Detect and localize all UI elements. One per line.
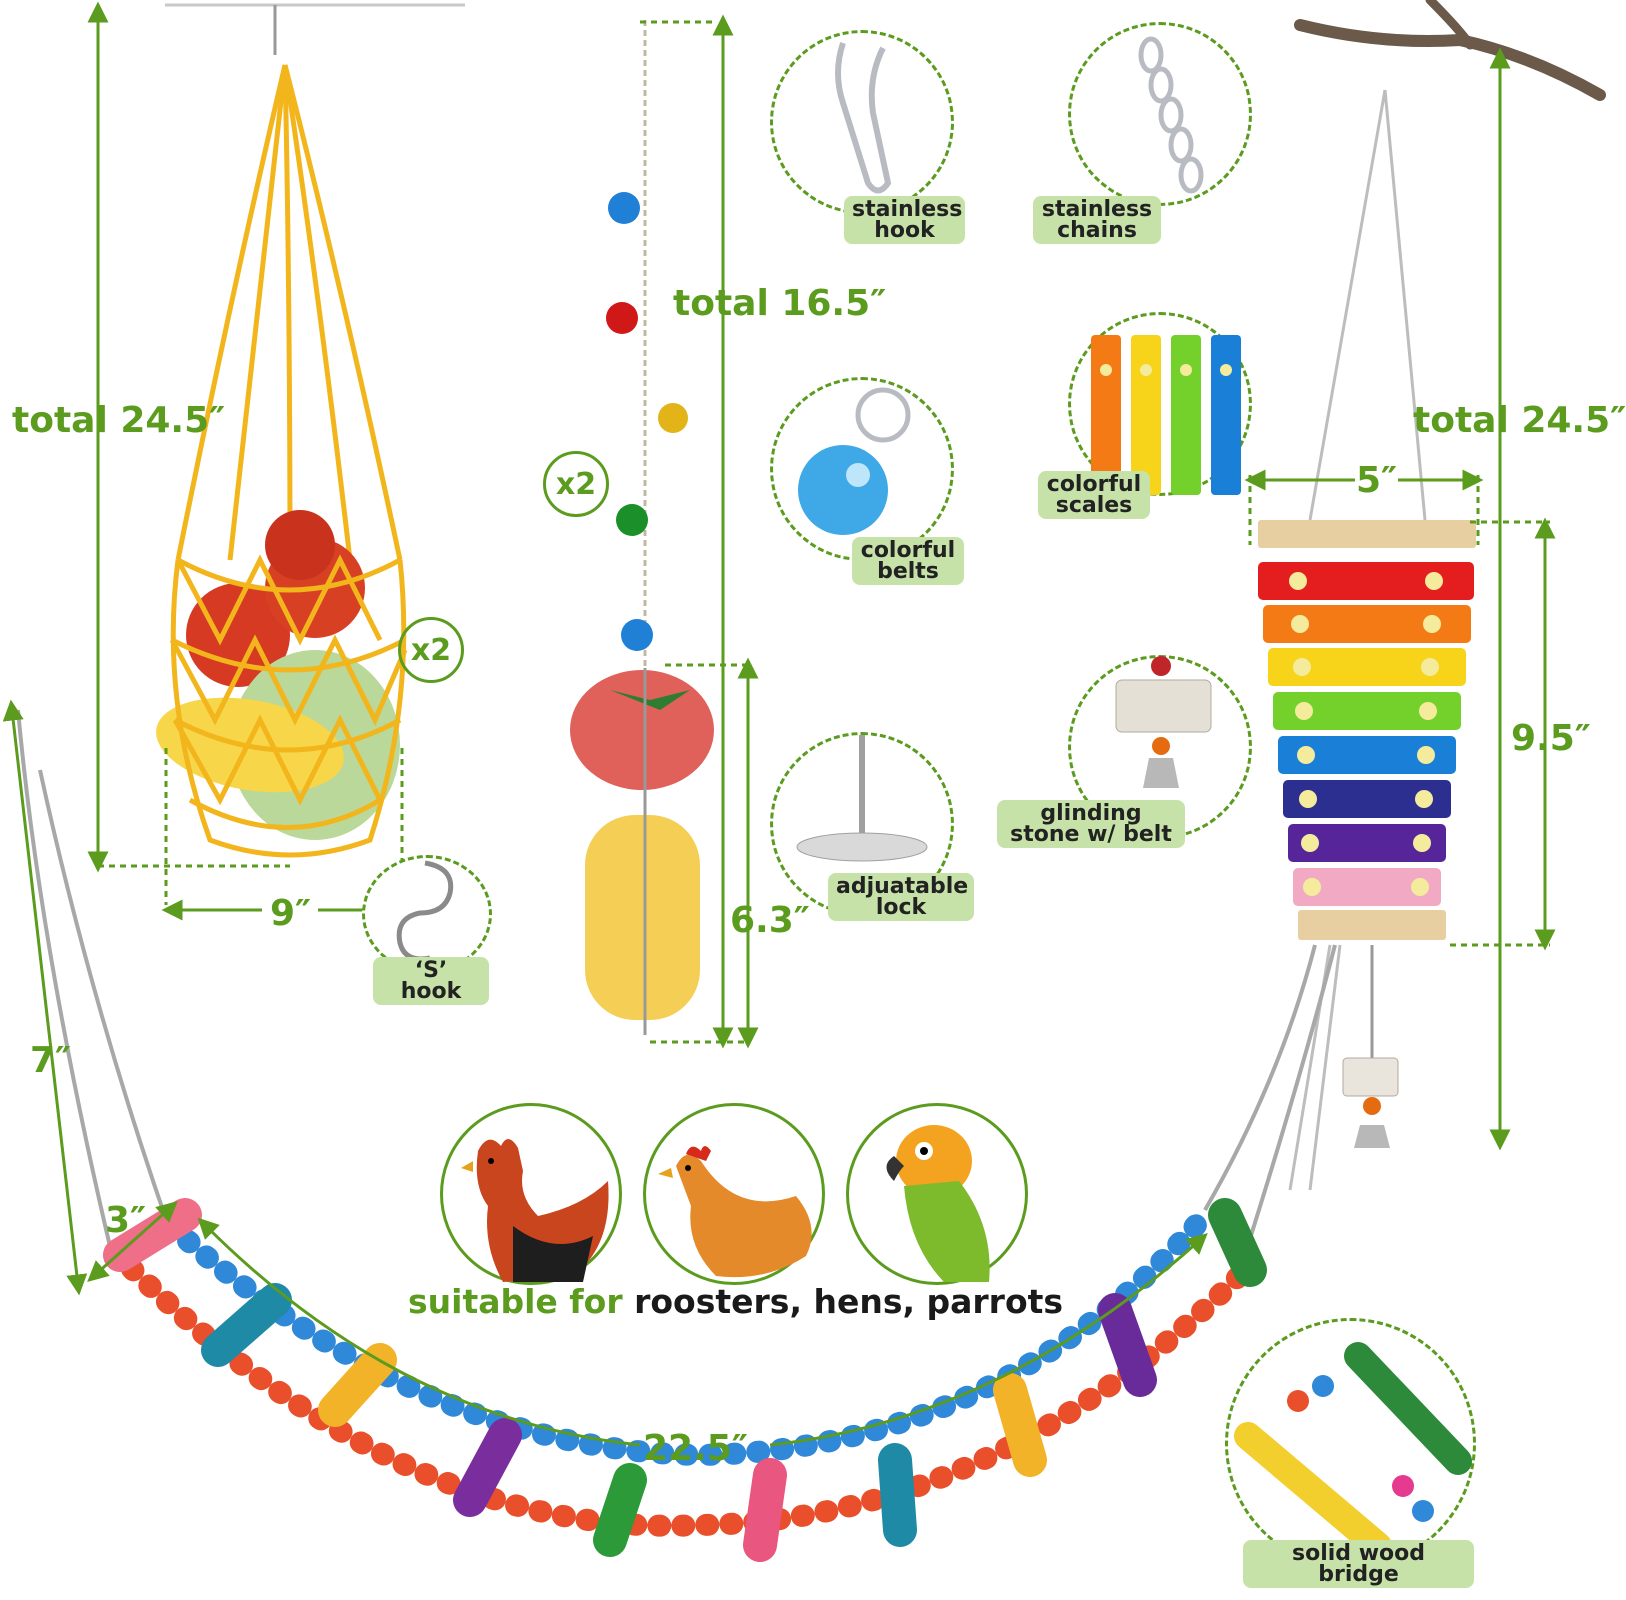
parrot-circle xyxy=(846,1103,1028,1285)
bell-icon xyxy=(798,387,911,535)
suitable-for-caption: suitable for roosters, hens, parrots xyxy=(408,1282,1063,1321)
hen-circle xyxy=(643,1103,825,1285)
bridge-detail-circle xyxy=(1225,1318,1476,1569)
skewer-height-label: total 16.5″ xyxy=(673,283,887,324)
hen-icon xyxy=(658,1146,812,1278)
suitable-prefix: suitable for xyxy=(408,1282,623,1321)
adjustable-lock-icon xyxy=(796,735,928,862)
s-hook-label: ‘S’ hook xyxy=(373,957,489,1005)
scales-detail-circle xyxy=(1068,312,1252,496)
parrot-icon xyxy=(886,1125,990,1282)
bridge-label: solid wood bridge xyxy=(1243,1540,1474,1588)
skewer-lower-label: 6.3″ xyxy=(730,900,810,941)
net-height-label: total 24.5″ xyxy=(12,400,226,441)
xylophone-body-label: 9.5″ xyxy=(1511,718,1591,759)
chain-icon xyxy=(1138,36,1204,194)
rooster-icon xyxy=(461,1138,609,1282)
bridge-detail-icon xyxy=(1234,1342,1472,1560)
rooster-circle xyxy=(440,1103,622,1285)
hook-label: stainless hook xyxy=(844,196,965,244)
bells-label: colorful belts xyxy=(852,537,964,585)
hanging-net-bag xyxy=(156,64,408,858)
chains-label: stainless chains xyxy=(1033,196,1161,244)
xylophone-height-label: total 24.5″ xyxy=(1413,400,1626,441)
net-width-label: 9″ xyxy=(270,893,312,934)
lock-label: adjuatable lock xyxy=(828,873,974,921)
bells-detail-circle xyxy=(770,377,954,561)
skewer-quantity-badge: x2 xyxy=(543,451,609,517)
stone-label: glinding stone w/ belt xyxy=(997,800,1185,848)
net-quantity-badge: x2 xyxy=(398,617,464,683)
xylophone-width-label: 5″ xyxy=(1356,460,1398,501)
bridge-width-label: 3″ xyxy=(105,1200,147,1241)
hook-icon xyxy=(835,42,892,194)
xylophone-scales-icon xyxy=(1091,335,1241,495)
chains-detail-circle xyxy=(1068,22,1252,206)
xylophone-toy xyxy=(1258,89,1476,1191)
scales-label: colorful scales xyxy=(1038,471,1150,519)
s-hook-detail-circle xyxy=(362,855,492,973)
bridge-length-label: 22.5″ xyxy=(643,1428,748,1469)
s-hook-icon xyxy=(396,860,454,962)
skewer-feeder xyxy=(570,20,714,1035)
bridge-chain-label: 7″ xyxy=(30,1040,72,1081)
tree-branch xyxy=(1294,0,1606,101)
grinding-stone-icon xyxy=(1115,656,1212,788)
suitable-animals: roosters, hens, parrots xyxy=(634,1282,1064,1321)
hook-detail-circle xyxy=(770,30,954,214)
